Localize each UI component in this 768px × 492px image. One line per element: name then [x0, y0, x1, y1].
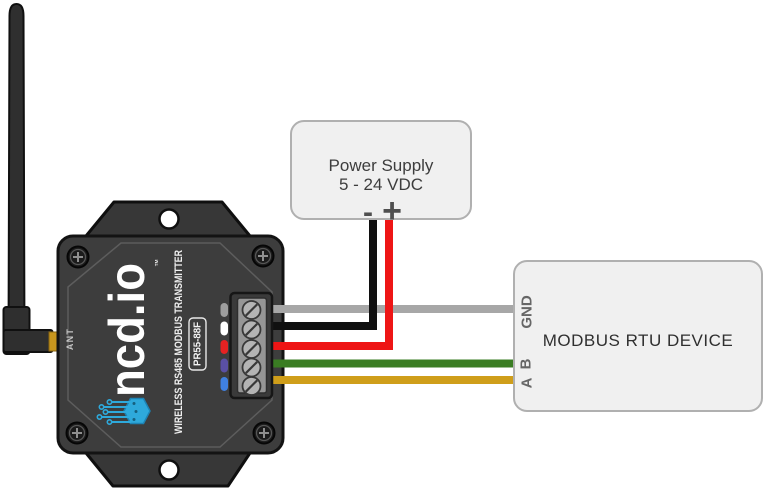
- indicator-pill-gray: [220, 303, 228, 317]
- faceplate-outline: [67, 242, 273, 448]
- wire-rs485-b: [250, 359, 516, 368]
- power-supply-title: Power Supply: [328, 156, 434, 175]
- wire-power-negative: [250, 216, 377, 330]
- model-badge: PR55-88F: [188, 317, 207, 371]
- transmitter-device: ncd.io ™ WIRELESS RS485 MODBUS T: [56, 200, 285, 488]
- pin-label-gnd: GND: [518, 295, 536, 329]
- wire-rs485-a: [250, 376, 516, 384]
- wires: [250, 216, 516, 384]
- antenna-whip: [7, 2, 26, 346]
- circuit-icon: [96, 397, 151, 425]
- ncd-logo: ncd.io: [99, 263, 155, 397]
- terminal-screw: [241, 376, 262, 396]
- antenna-arm: [2, 329, 54, 353]
- pin-label-b: B: [517, 358, 535, 370]
- terminal-screw: [241, 319, 262, 340]
- corner-screws: [65, 244, 276, 445]
- negative-terminal-label: -: [363, 196, 373, 229]
- corner-screw: [252, 421, 276, 445]
- power-supply-voltage: 5 - 24 VDC: [338, 175, 424, 194]
- positive-terminal-label: +: [382, 192, 402, 230]
- antenna: [2, 2, 59, 355]
- model-number: PR55-88F: [192, 321, 204, 366]
- indicator-pill-blue: [220, 377, 228, 391]
- terminal-screw: [241, 357, 262, 378]
- indicator-pill-white: [220, 321, 228, 336]
- terminal-indicators: [220, 303, 228, 391]
- corner-screw: [66, 245, 90, 269]
- terminal-screws: [241, 300, 262, 396]
- mounting-hole-top: [158, 208, 180, 230]
- mounting-hole-bottom: [158, 459, 180, 481]
- indicator-pill-purple: [220, 358, 228, 373]
- trademark-symbol: ™: [154, 259, 163, 267]
- terminal-screw: [241, 339, 262, 359]
- terminal-block: [229, 291, 274, 400]
- wire-power-positive: [250, 216, 393, 350]
- indicator-pill-red: [220, 340, 228, 354]
- terminal-screw: [241, 300, 262, 320]
- device-title: WIRELESS RS485 MODBUS TRANSMITTER: [173, 250, 185, 434]
- wire-gnd: [250, 305, 516, 313]
- pin-label-a: A: [518, 377, 536, 389]
- power-supply-box: Power Supply 5 - 24 VDC - +: [290, 120, 472, 228]
- modbus-device-title: MODBUS RTU DEVICE: [542, 331, 734, 350]
- corner-screw: [251, 244, 275, 268]
- ant-label: ANT: [65, 328, 75, 350]
- corner-screw: [65, 421, 89, 445]
- modbus-device-box: GND B A MODBUS RTU DEVICE: [513, 260, 763, 412]
